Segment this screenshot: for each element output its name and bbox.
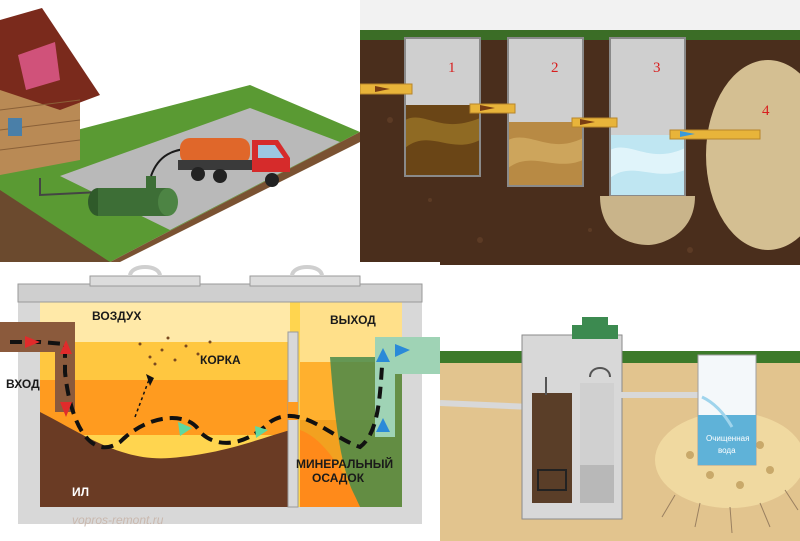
inlet-arrow-up xyxy=(60,340,72,354)
flow-arrow-2 xyxy=(255,426,268,438)
entry-label: ВХОД xyxy=(6,377,40,391)
hatch-handle-right xyxy=(290,265,324,277)
house-septic-panel xyxy=(0,0,360,262)
three-chamber-illustration: 1 2 3 4 xyxy=(360,0,800,265)
house xyxy=(0,8,100,175)
water-label-line2: вода xyxy=(718,446,736,455)
crust-particles xyxy=(138,336,212,366)
well-2: 2 xyxy=(507,37,584,187)
well-3: 3 xyxy=(600,37,695,245)
outlet-arrow-up xyxy=(376,348,390,362)
clean-flow-arrow xyxy=(680,131,695,137)
inlet-arrow-down xyxy=(60,402,72,417)
treatment-station xyxy=(521,317,623,520)
well-1-label: 1 xyxy=(448,60,456,76)
mineral-label-line1: МИНЕРАЛЬНЫЙ xyxy=(296,456,393,471)
truck-windshield xyxy=(258,145,284,158)
septic-section-panel: ВОЗДУХ ВЫХОД ВХОД КОРКА ИЛ МИНЕРАЛЬНЫЙ О… xyxy=(0,262,440,541)
flow-arrows xyxy=(375,86,595,125)
hatch-right xyxy=(249,275,361,287)
watermark: vopros-remont.ru xyxy=(72,513,164,527)
drain-pipe xyxy=(39,178,101,197)
mineral-layer xyxy=(300,430,360,507)
divider-opening xyxy=(288,402,298,420)
septic-section-diagram: ВОЗДУХ ВЫХОД ВХОД КОРКА ИЛ МИНЕРАЛЬНЫЙ О… xyxy=(0,265,440,527)
well-2-label: 2 xyxy=(551,60,559,76)
sludge-label: ИЛ xyxy=(72,485,89,499)
house-gable xyxy=(18,42,60,90)
field-label: 4 xyxy=(762,103,770,119)
hatch-left xyxy=(89,275,201,287)
flow-arrow-1 xyxy=(178,422,192,436)
soil-cut xyxy=(0,190,110,262)
flow-path xyxy=(10,340,385,450)
house-septic-illustration xyxy=(0,8,360,262)
buried-tank xyxy=(88,176,178,216)
sludge-layer xyxy=(40,412,290,507)
three-chamber-panel: 1 2 3 4 xyxy=(360,0,800,265)
inlet-arrow xyxy=(25,336,40,348)
soil-edge xyxy=(110,132,360,262)
well-1: 1 xyxy=(404,37,481,177)
grass-strip xyxy=(360,30,800,40)
hatch-handle-left xyxy=(128,265,162,277)
clean-water-well: Очищенная вода xyxy=(697,354,757,466)
station-panel: Очищенная вода xyxy=(440,265,800,541)
outlet-pipe xyxy=(375,337,440,437)
outlet-arrow xyxy=(395,344,410,357)
exit-label: ВЫХОД xyxy=(330,313,376,327)
water-label-line1: Очищенная xyxy=(706,434,749,443)
well-3-label: 3 xyxy=(653,60,661,76)
gas-arrow xyxy=(146,374,154,386)
crust-label: КОРКА xyxy=(200,353,241,367)
outlet-arrow-mid xyxy=(376,418,390,432)
station-inlet-pipe xyxy=(440,400,533,410)
air-label: ВОЗДУХ xyxy=(92,309,141,323)
tank-lid xyxy=(17,283,423,303)
station-illustration: Очищенная вода xyxy=(440,317,800,541)
mineral-label-line2: ОСАДОК xyxy=(312,471,365,485)
drainage-rays xyxy=(661,489,799,534)
filtration-field: 4 xyxy=(706,60,800,250)
truck-tank xyxy=(180,138,250,164)
house-window xyxy=(8,118,22,136)
tanker-truck xyxy=(178,138,290,187)
gravel-base xyxy=(600,196,695,245)
